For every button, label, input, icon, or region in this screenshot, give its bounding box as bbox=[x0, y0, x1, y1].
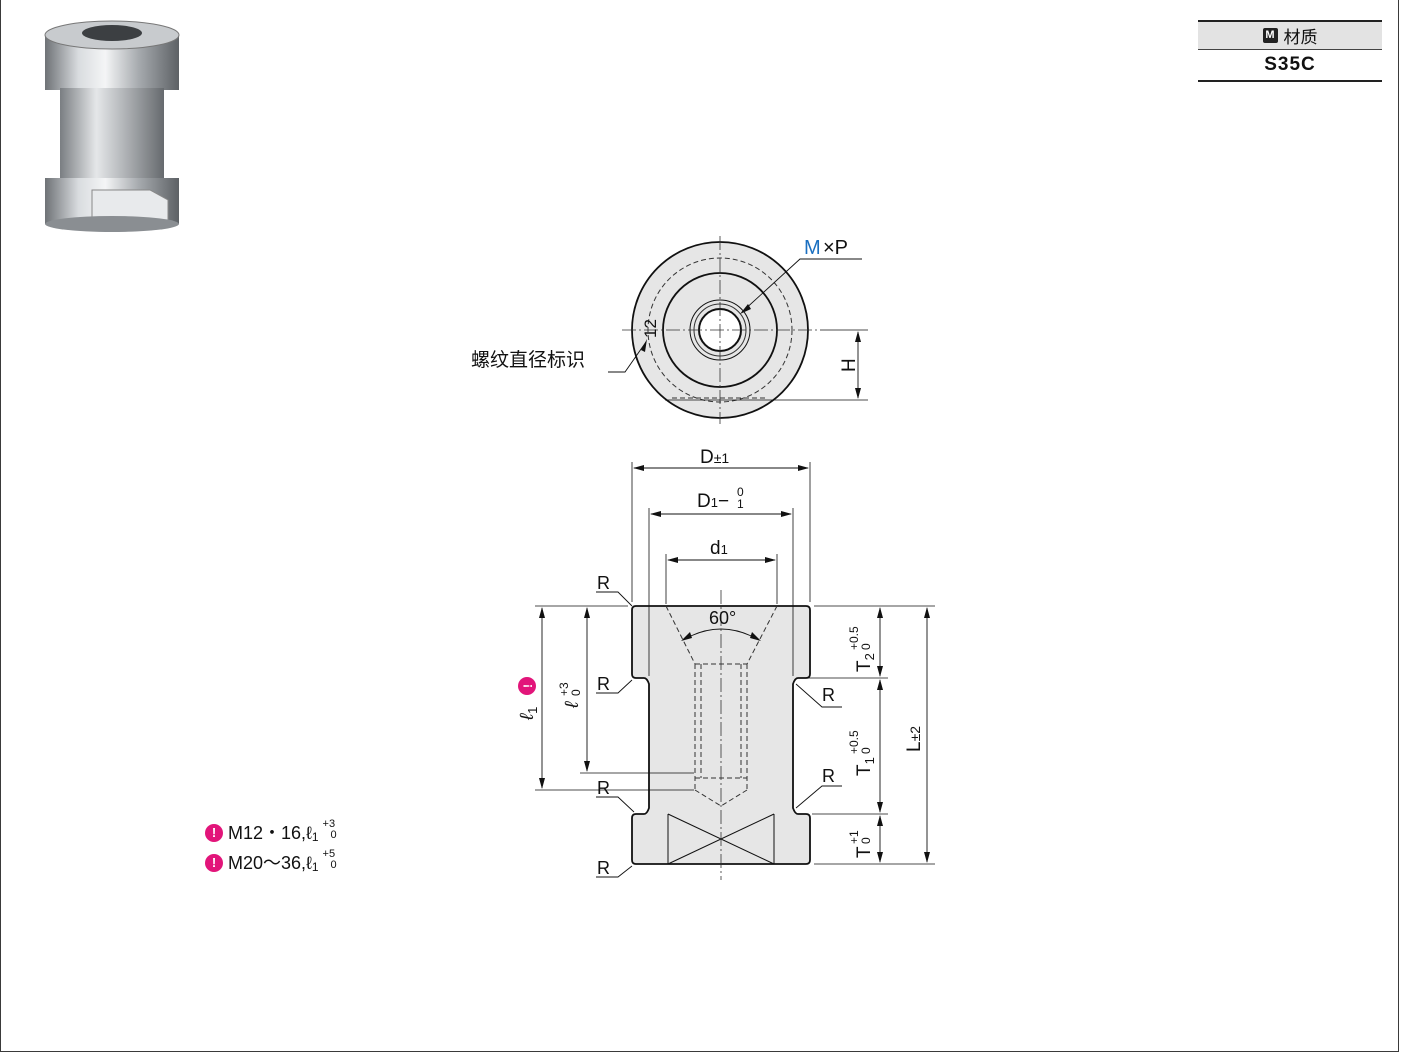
note-sub: 1 bbox=[311, 860, 319, 874]
side-view bbox=[535, 462, 935, 880]
dim-d1-upper: 0 bbox=[737, 485, 744, 499]
svg-text:+0.5: +0.5 bbox=[847, 626, 861, 650]
svg-text:0: 0 bbox=[569, 689, 583, 696]
material-value: S35C bbox=[1198, 50, 1382, 82]
radius-label-lower-left: R bbox=[597, 778, 610, 798]
svg-text:ℓ: ℓ bbox=[562, 701, 583, 709]
dim-l-label: L±2 bbox=[904, 726, 925, 752]
thread-marking: 12 bbox=[641, 319, 660, 338]
note-text: M20～36,ℓ bbox=[228, 853, 312, 873]
thread-label-rest: ×P bbox=[823, 237, 848, 259]
angle-label: 60° bbox=[709, 608, 736, 628]
material-badge-icon: M bbox=[1262, 28, 1278, 43]
material-header: M 材质 bbox=[1198, 20, 1382, 50]
dim-d1-label: D1− bbox=[697, 491, 729, 512]
side-view-labels: D±1 D1− 0 1 d1 60° R R R R R R T2 +0.5 0… bbox=[517, 447, 925, 878]
svg-text:ℓ1: ℓ1 bbox=[517, 707, 540, 721]
note-sub: 1 bbox=[311, 830, 319, 844]
svg-text:T1: T1 bbox=[854, 757, 877, 776]
svg-text:!: ! bbox=[521, 684, 535, 688]
svg-text:T2: T2 bbox=[854, 653, 877, 672]
top-view bbox=[608, 236, 868, 424]
thread-label-m: M bbox=[804, 237, 821, 259]
warning-icon bbox=[518, 677, 536, 695]
radius-label-collar-left: R bbox=[597, 674, 610, 694]
top-view-labels: M ×P 12 螺纹直径标识 H bbox=[471, 237, 860, 372]
svg-text:0: 0 bbox=[859, 747, 873, 754]
note-text: M12・16,ℓ bbox=[228, 823, 312, 843]
material-header-label: 材质 bbox=[1283, 28, 1318, 47]
svg-text:0: 0 bbox=[859, 837, 873, 844]
svg-text:0: 0 bbox=[859, 643, 873, 650]
svg-text:+3: +3 bbox=[557, 682, 571, 696]
warning-icon: ! bbox=[205, 824, 223, 842]
dim-t1-label: T1 +0.5 0 bbox=[847, 730, 877, 776]
dim-ell-label: ℓ +3 0 bbox=[557, 682, 583, 709]
svg-text:+1: +1 bbox=[847, 830, 861, 844]
radius-label-bottom-left: R bbox=[597, 858, 610, 878]
dim-h-label: H bbox=[839, 358, 860, 372]
dim-small-d1-label: d1 bbox=[710, 538, 728, 559]
product-photo bbox=[44, 20, 180, 232]
radius-label-lower-right: R bbox=[822, 766, 835, 786]
radius-label-top-left: R bbox=[597, 573, 610, 593]
svg-text:+0.5: +0.5 bbox=[847, 730, 861, 754]
material-table: M 材质 S35C bbox=[1198, 20, 1382, 82]
svg-text:T: T bbox=[854, 846, 875, 858]
dim-d-label: D±1 bbox=[700, 447, 729, 468]
svg-text:L±2: L±2 bbox=[904, 726, 925, 752]
dim-t-label: T +1 0 bbox=[847, 830, 875, 858]
warning-icon: ! bbox=[205, 854, 223, 872]
marking-callout: 螺纹直径标识 bbox=[471, 349, 585, 371]
dim-ell1-label: ℓ1 ! bbox=[517, 677, 540, 721]
radius-label-collar-right: R bbox=[822, 685, 835, 705]
dim-d1-lower: 1 bbox=[737, 497, 744, 511]
dim-t2-label: T2 +0.5 0 bbox=[847, 626, 877, 672]
